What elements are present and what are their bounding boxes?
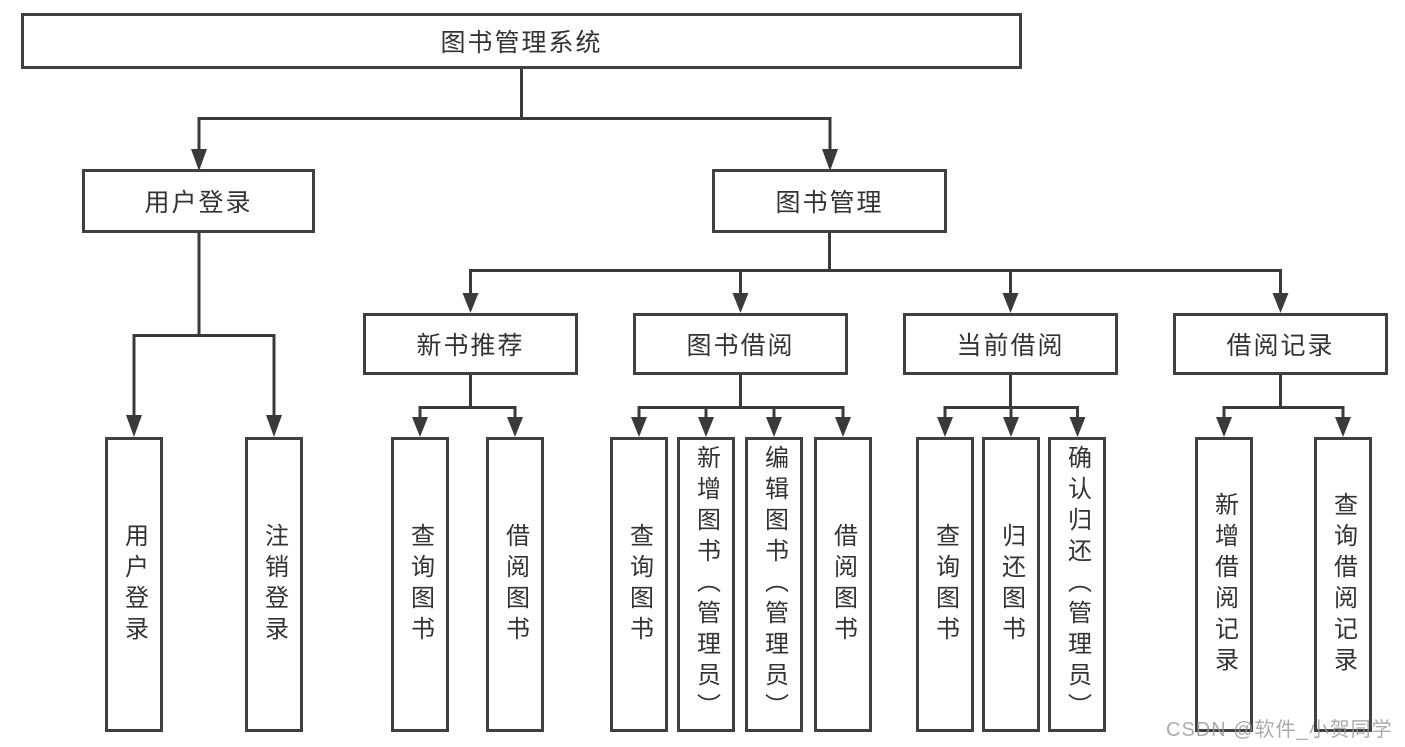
node-user-login: 用户登录 — [82, 169, 315, 233]
node-new-book-recommendation: 新书推荐 — [363, 313, 578, 375]
edge-borrowing-records-children — [1216, 375, 1351, 437]
leaf-query-books-borrowing: 查询图书 — [610, 437, 668, 732]
edge-book-management-modules — [462, 233, 1289, 313]
leaf-logout: 注销登录 — [245, 437, 303, 732]
leaf-user-login: 用户登录 — [105, 437, 163, 732]
edge-user-login-children — [126, 233, 282, 437]
edge-root-to-branches — [191, 69, 838, 171]
leaf-confirm-return-admin: 确认归还（管理员） — [1048, 437, 1106, 732]
leaf-borrow-books-borrowing: 借阅图书 — [814, 437, 872, 732]
leaf-query-borrow-record: 查询借阅记录 — [1314, 437, 1372, 732]
node-current-borrowing: 当前借阅 — [903, 313, 1118, 375]
leaf-add-borrow-record: 新增借阅记录 — [1195, 437, 1253, 732]
leaf-borrow-books-recommend: 借阅图书 — [486, 437, 544, 732]
leaf-query-books-current: 查询图书 — [916, 437, 974, 732]
leaf-edit-book-admin: 编辑图书（管理员） — [745, 437, 803, 732]
node-borrowing-records: 借阅记录 — [1173, 313, 1388, 375]
edge-new-book-children — [412, 375, 523, 437]
node-book-borrowing: 图书借阅 — [633, 313, 848, 375]
csdn-watermark: CSDN @软件_小贺同学 — [1166, 719, 1393, 741]
node-root: 图书管理系统 — [21, 13, 1022, 69]
leaf-return-books: 归还图书 — [982, 437, 1040, 732]
edge-book-borrowing-children — [631, 375, 851, 437]
node-book-management: 图书管理 — [712, 169, 947, 233]
edge-current-borrowing-children — [937, 375, 1086, 437]
leaf-add-book-admin: 新增图书（管理员） — [677, 437, 735, 732]
leaf-query-books-recommend: 查询图书 — [391, 437, 449, 732]
